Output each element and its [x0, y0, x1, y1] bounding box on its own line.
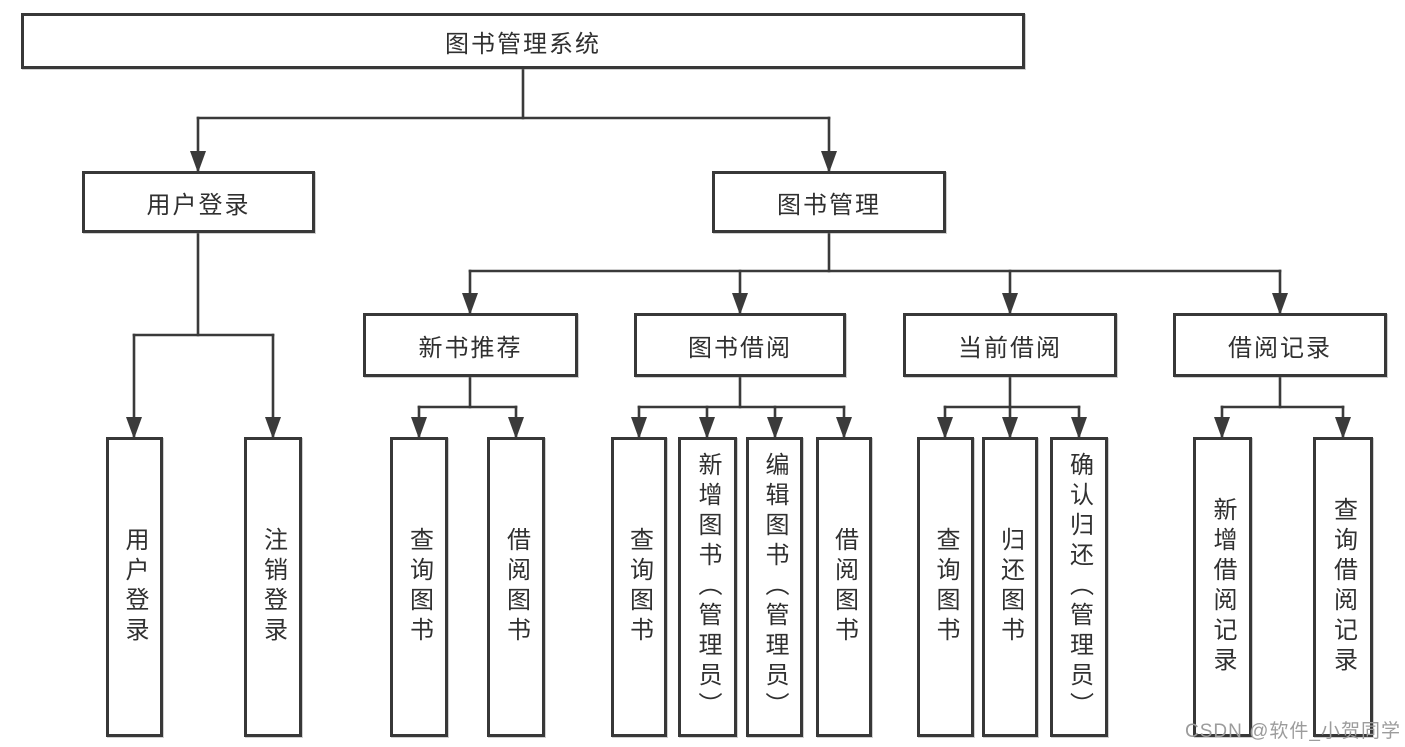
leaf-query-books-borrow: 查询图书 [611, 437, 667, 737]
node-book-management: 图书管理 [712, 171, 946, 233]
node-library-system: 图书管理系统 [21, 13, 1025, 69]
node-book-borrow: 图书借阅 [634, 313, 846, 377]
leaf-user-login: 用户登录 [106, 437, 163, 737]
node-borrow-records: 借阅记录 [1173, 313, 1387, 377]
node-user-login: 用户登录 [82, 171, 315, 233]
leaf-add-borrow-record: 新增借阅记录 [1193, 437, 1252, 737]
leaf-logout: 注销登录 [244, 437, 302, 737]
csdn-watermark: CSDN @软件_小贺同学 [1185, 721, 1401, 742]
leaf-query-borrow-record: 查询借阅记录 [1313, 437, 1373, 737]
leaf-confirm-return-admin: 确认归还（管理员） [1050, 437, 1108, 737]
node-new-book-recommend: 新书推荐 [363, 313, 578, 377]
node-current-borrow: 当前借阅 [903, 313, 1117, 377]
leaf-borrow-books-borrow: 借阅图书 [816, 437, 872, 737]
leaf-borrow-books-recommend: 借阅图书 [487, 437, 545, 737]
leaf-query-books-recommend: 查询图书 [390, 437, 448, 737]
leaf-return-books: 归还图书 [982, 437, 1038, 737]
leaf-add-book-admin: 新增图书（管理员） [678, 437, 737, 737]
leaf-query-books-current: 查询图书 [917, 437, 974, 737]
leaf-edit-book-admin: 编辑图书（管理员） [746, 437, 803, 737]
